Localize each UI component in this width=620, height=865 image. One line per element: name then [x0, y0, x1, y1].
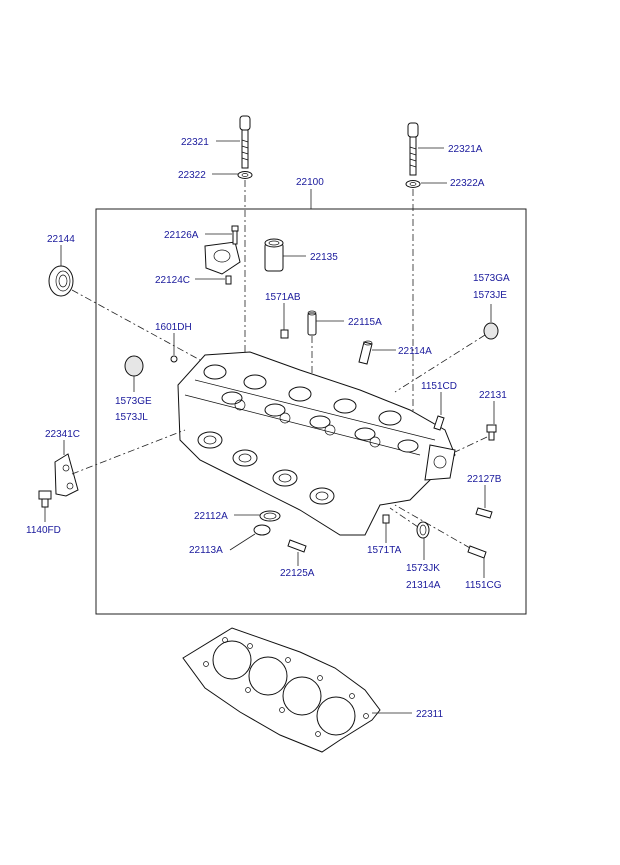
small-plug-1601DH: [170, 355, 178, 363]
stud-22125A: [287, 539, 307, 553]
label-22112A: 22112A: [194, 511, 228, 522]
cylinder-head: [177, 351, 456, 536]
label-1571TA: 1571TA: [367, 545, 402, 556]
stud-1151CG: [467, 545, 487, 559]
label-22322: 22322: [178, 170, 206, 181]
label-1140FD: 1140FD: [26, 525, 61, 536]
bracket-bolt: [231, 225, 239, 245]
label-1601DH: 1601DH: [155, 322, 192, 333]
label-22311: 22311: [416, 709, 444, 720]
oil-seal: [48, 265, 74, 297]
label-22341C: 22341C: [45, 429, 80, 440]
label-22127B: 22127B: [467, 474, 502, 485]
label-1151CD: 1151CD: [421, 381, 457, 392]
label-22322A: 22322A: [450, 178, 485, 189]
stud-22127B: [475, 507, 493, 519]
head-bolt-left: [239, 115, 251, 169]
label-1573JL: 1573JL: [115, 412, 148, 423]
cup-plug-left: [124, 355, 144, 377]
ring-1573JK: [416, 521, 430, 539]
cup-plug-right: [483, 322, 499, 340]
label-22321A: 22321A: [448, 144, 483, 155]
bracket-pin: [225, 275, 232, 285]
label-22114A: 22114A: [398, 346, 432, 357]
head-gasket: [182, 627, 381, 753]
washer-right: [405, 180, 421, 188]
stud-1151CD: [433, 415, 445, 431]
label-1571AB: 1571AB: [265, 292, 301, 303]
label-22321: 22321: [181, 137, 209, 148]
label-1151CG: 1151CG: [465, 580, 502, 591]
label-22131: 22131: [479, 390, 507, 401]
label-22126A: 22126A: [164, 230, 199, 241]
label-22113A: 22113A: [189, 545, 223, 556]
plug-1571TA: [382, 514, 390, 524]
label-21314A: 21314A: [406, 580, 441, 591]
label-22124C: 22124C: [155, 275, 190, 286]
valve-seat-insert: [358, 340, 373, 365]
label-22144: 22144: [47, 234, 75, 245]
valve-guide: [307, 310, 317, 336]
label-1573JE: 1573JE: [473, 290, 507, 301]
label-22100: 22100: [296, 177, 324, 188]
washer-left: [237, 171, 253, 179]
cam-bracket: [204, 241, 241, 275]
spark-plug-tube: [264, 238, 284, 272]
gasket-ring-22112A: [259, 510, 281, 522]
label-22115A: 22115A: [348, 317, 382, 328]
label-22135: 22135: [310, 252, 338, 263]
bolt-22131: [486, 424, 497, 441]
engine-hanger: [54, 453, 79, 497]
label-1573GE: 1573GE: [115, 396, 152, 407]
hanger-bolt: [38, 490, 52, 508]
leader-lines: [44, 140, 495, 714]
head-bolt-right: [407, 122, 419, 176]
label-1573JK: 1573JK: [406, 563, 440, 574]
label-1573GA: 1573GA: [473, 273, 510, 284]
o-ring-22113A: [253, 524, 271, 536]
label-22125A: 22125A: [280, 568, 315, 579]
plug-1571AB: [280, 329, 289, 339]
